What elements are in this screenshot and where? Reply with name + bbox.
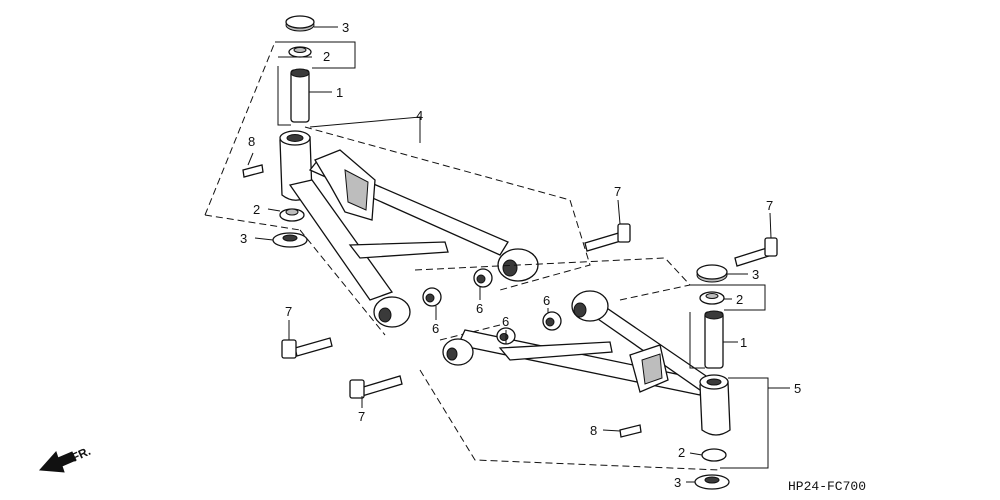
upper-arm-group (204, 15, 591, 336)
lower-arm-pivot-boss (699, 381, 731, 436)
callout-7-right: 7 (766, 198, 773, 213)
callout-4: 4 (416, 108, 423, 123)
callout-2-right: 2 (736, 292, 743, 307)
callouts: 3 2 1 4 8 2 3 7 7 3 2 1 5 6 6 6 6 7 7 8 … (240, 20, 801, 490)
upper-arm-crossbar (348, 241, 449, 259)
arrow-icon (38, 451, 77, 473)
lower-arm-group (414, 257, 731, 490)
callout-6-c: 6 (502, 314, 509, 329)
callout-1-right: 1 (740, 335, 747, 350)
callout-7-center: 7 (614, 184, 621, 199)
callout-6-d: 6 (543, 293, 550, 308)
callout-5: 5 (794, 381, 801, 396)
callout-2-top: 2 (323, 49, 330, 64)
callout-3-right: 3 (752, 267, 759, 282)
bolt-8-left (242, 164, 264, 178)
callout-3-top: 3 (342, 20, 349, 35)
collar-2-bottom (701, 448, 727, 462)
callout-7-left: 7 (285, 304, 292, 319)
group-4-outline (204, 41, 591, 336)
fasteners (281, 223, 778, 438)
bolt-7-left (294, 337, 333, 357)
callout-7-bottom: 7 (358, 409, 365, 424)
bolt-7-bottom (359, 375, 403, 397)
callout-2-left: 2 (253, 202, 260, 217)
leader-lines (247, 26, 790, 483)
callout-6-b: 6 (476, 301, 483, 316)
upper-arm-tube-front (288, 179, 394, 301)
callout-8-bottom: 8 (590, 423, 597, 438)
sleeve-1-right (704, 311, 724, 369)
callout-2-bottom: 2 (678, 445, 685, 460)
bolt-8-bottom (619, 424, 642, 438)
callout-6-a: 6 (432, 321, 439, 336)
lower-arm-crossbar (498, 341, 613, 361)
callout-3-bottom: 3 (674, 475, 681, 490)
diagram-code: HP24-FC700 (788, 479, 866, 494)
callout-8-left: 8 (248, 134, 255, 149)
sleeve-1-top (290, 69, 310, 123)
group-5-outline (414, 257, 721, 471)
front-direction-arrow: FR. (38, 444, 93, 473)
callout-1-top: 1 (336, 85, 343, 100)
direction-label: FR. (69, 444, 92, 465)
callout-3-left: 3 (240, 231, 247, 246)
